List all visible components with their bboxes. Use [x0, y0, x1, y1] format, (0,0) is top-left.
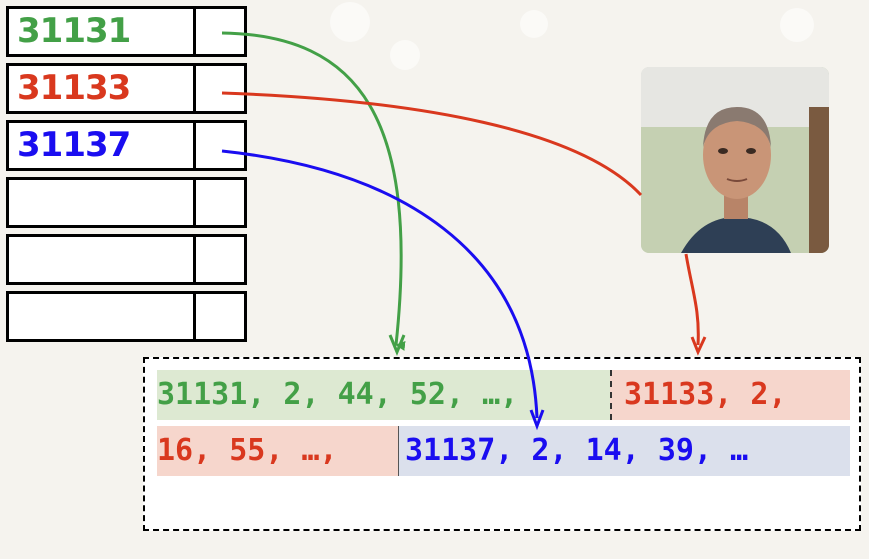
hash-table-row: 31133	[6, 63, 247, 114]
hash-table-row	[6, 234, 247, 285]
background-bubble	[330, 2, 370, 42]
hash-key-31131: 31131	[9, 9, 196, 54]
arrow-31131-head	[388, 334, 406, 356]
store-segment-31133: 31133, 2,	[610, 370, 850, 420]
hash-key-empty	[9, 294, 196, 339]
background-bubble	[520, 10, 548, 38]
hash-table-row	[6, 177, 247, 228]
hash-key-31137: 31137	[9, 123, 196, 168]
hash-key-empty	[9, 180, 196, 225]
hash-table-row: 31137	[6, 120, 247, 171]
person-webcam-icon	[641, 67, 829, 253]
background-bubble	[390, 40, 420, 70]
person-webcam-icon	[641, 67, 829, 253]
hash-key-empty	[9, 237, 196, 282]
store-segment-31133-continued: 16, 55, …,	[157, 426, 398, 476]
store-segment-31137: 31137, 2, 14, 39, …	[398, 426, 850, 476]
background-bubble	[780, 8, 814, 42]
arrow-31137	[221, 149, 539, 419]
arrow-31133	[221, 91, 643, 197]
arrow-31133-head	[690, 336, 707, 356]
hash-key-31133: 31133	[9, 66, 196, 111]
arrow-31131	[221, 31, 406, 351]
hash-table-row	[6, 291, 247, 342]
hash-table-row: 31131	[6, 6, 247, 57]
data-store: 31131, 2, 44, 52, …, 31133, 2, 16, 55, ……	[143, 357, 861, 531]
arrow-31137-head	[529, 409, 545, 431]
arrow-31133-lower	[684, 253, 700, 346]
